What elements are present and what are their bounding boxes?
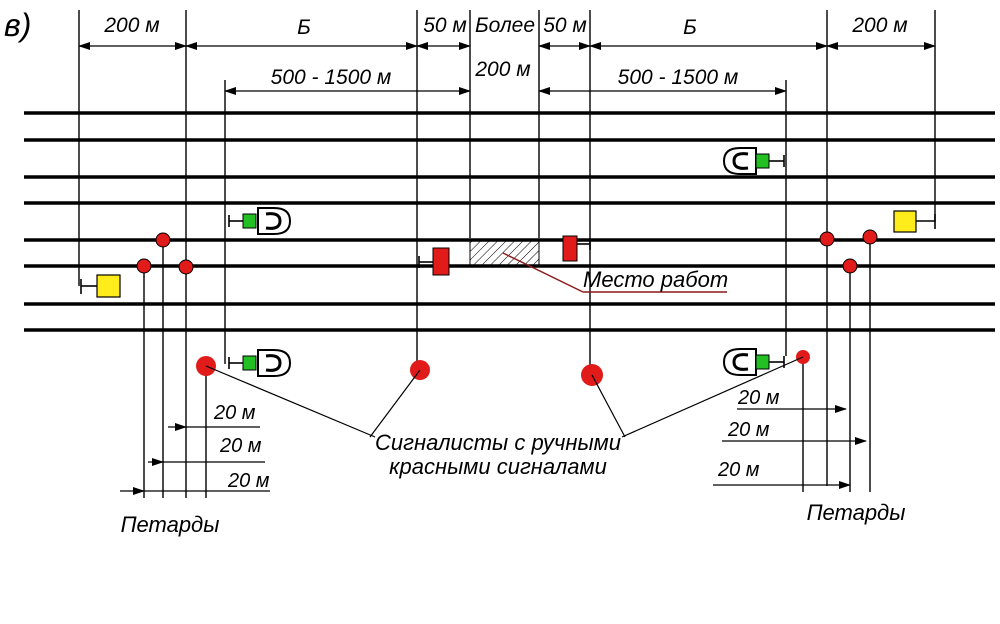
dim-bolee: Более (475, 14, 535, 37)
left-20m-dimensions (120, 423, 270, 495)
dim-50-left: 50 м (423, 14, 467, 37)
petards-label-left: Петарды (121, 512, 220, 537)
dim-range-left: 500 - 1500 м (271, 66, 392, 89)
whistle-sign-icon: С (722, 347, 758, 377)
signalmen-label-line1: Сигналисты с ручными (375, 430, 621, 455)
figure-label: в) (4, 7, 31, 43)
dim-b-left: Б (297, 16, 311, 39)
dim-bolee-200: 200 м (474, 58, 530, 81)
petard-dot (819, 231, 835, 247)
whistle-sign-green (755, 153, 770, 169)
dim-range-right: 500 - 1500 м (618, 66, 739, 89)
dim-200-left: 200 м (103, 14, 159, 37)
dim-20-right-a: 20 м (737, 387, 780, 409)
dim-b-right: Б (683, 16, 697, 39)
stop-signal-right (562, 235, 591, 262)
petard-dot (136, 258, 152, 274)
whistle-sign-green (242, 355, 257, 371)
petards-label-right: Петарды (807, 500, 906, 525)
yellow-sign-right (893, 210, 936, 233)
petard-dot (862, 229, 878, 245)
right-20m-dimensions (713, 405, 867, 489)
whistle-sign-green (242, 213, 257, 229)
dim-50-right: 50 м (543, 14, 587, 37)
whistle-sign-icon: С (256, 348, 292, 378)
dim-20-left-c: 20 м (227, 470, 270, 492)
whistle-sign-green (755, 354, 770, 370)
dim-20-right-c: 20 м (717, 459, 760, 481)
yellow-sign-left (80, 274, 121, 298)
petard-dot (842, 258, 858, 274)
petards (136, 229, 878, 275)
dim-20-left-b: 20 м (219, 435, 262, 457)
petard-dot (178, 259, 194, 275)
top-dimension-arrows (78, 42, 936, 95)
petard-dot (155, 232, 171, 248)
whistle-sign-icon: С (722, 146, 758, 176)
signalmen-leaders (205, 356, 804, 438)
work-place-label: Место работ (583, 267, 728, 292)
whistle-sign-icon: С (256, 206, 292, 236)
signalmen-label-line2: красными сигналами (389, 454, 607, 479)
dim-20-left-a: 20 м (213, 402, 256, 424)
work-place-leader (502, 252, 584, 293)
dim-20-right-b: 20 м (727, 419, 770, 441)
stop-signal-left (418, 247, 450, 276)
dim-200-right: 200 м (851, 14, 907, 37)
